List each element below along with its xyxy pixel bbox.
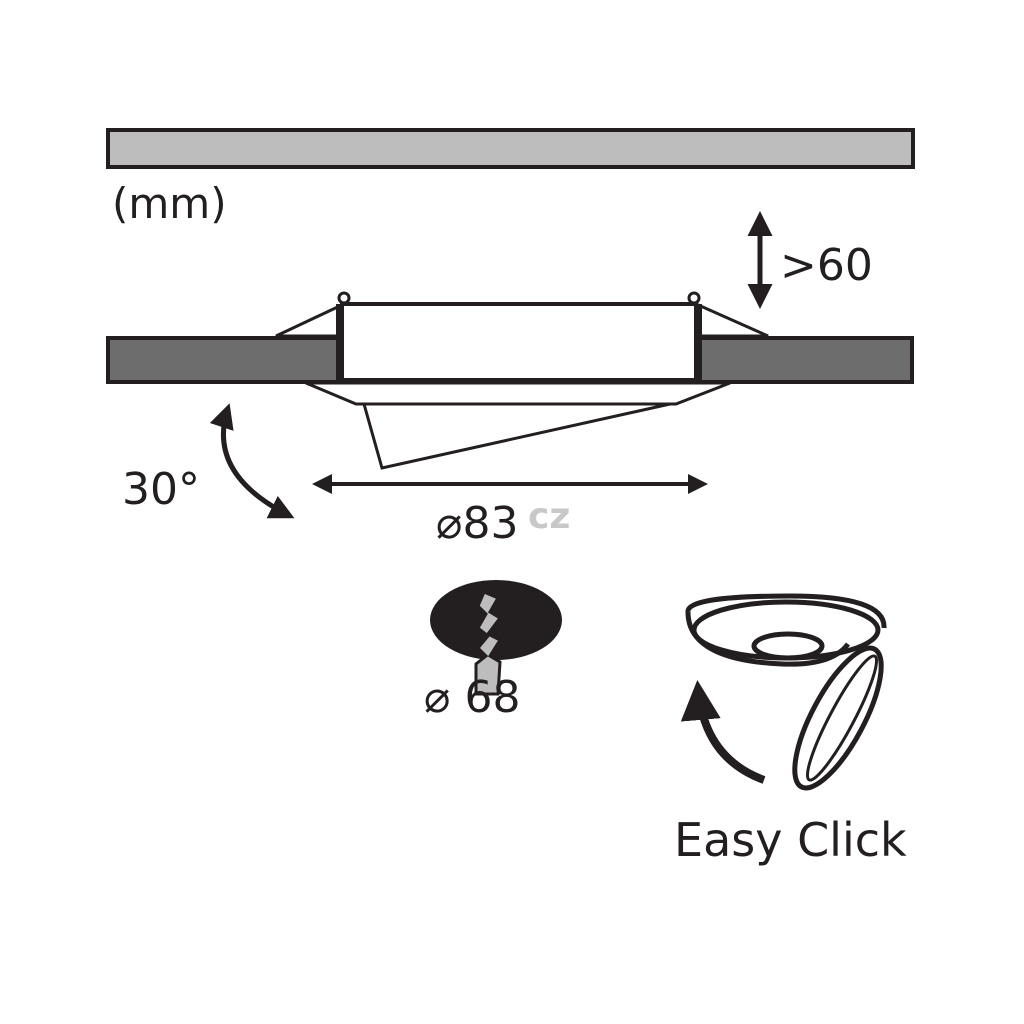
- clearance-label: >60: [780, 240, 873, 291]
- curved-arrow-icon: [209, 403, 295, 519]
- easy-click-ring-icon: [685, 593, 887, 791]
- tilt-label: 30°: [122, 464, 200, 515]
- tilted-lamp-insert: [362, 402, 671, 470]
- diameter-label: ⌀83: [436, 498, 518, 549]
- ceiling-strip: [106, 128, 915, 169]
- ceiling-panel-right: [698, 336, 914, 384]
- downlight-housing: [336, 302, 702, 382]
- trim-ring: [305, 381, 731, 406]
- cutout-label: ⌀ 68: [424, 672, 520, 723]
- ceiling-panel-left: [106, 336, 342, 384]
- easy-click-label: Easy Click: [674, 813, 907, 867]
- spring-clip-left: [275, 291, 351, 338]
- rotate-arrow-icon: [680, 680, 766, 784]
- watermark-text: cz: [528, 496, 570, 537]
- units-label: (mm): [112, 179, 227, 228]
- saw-cut-icon: [430, 580, 562, 696]
